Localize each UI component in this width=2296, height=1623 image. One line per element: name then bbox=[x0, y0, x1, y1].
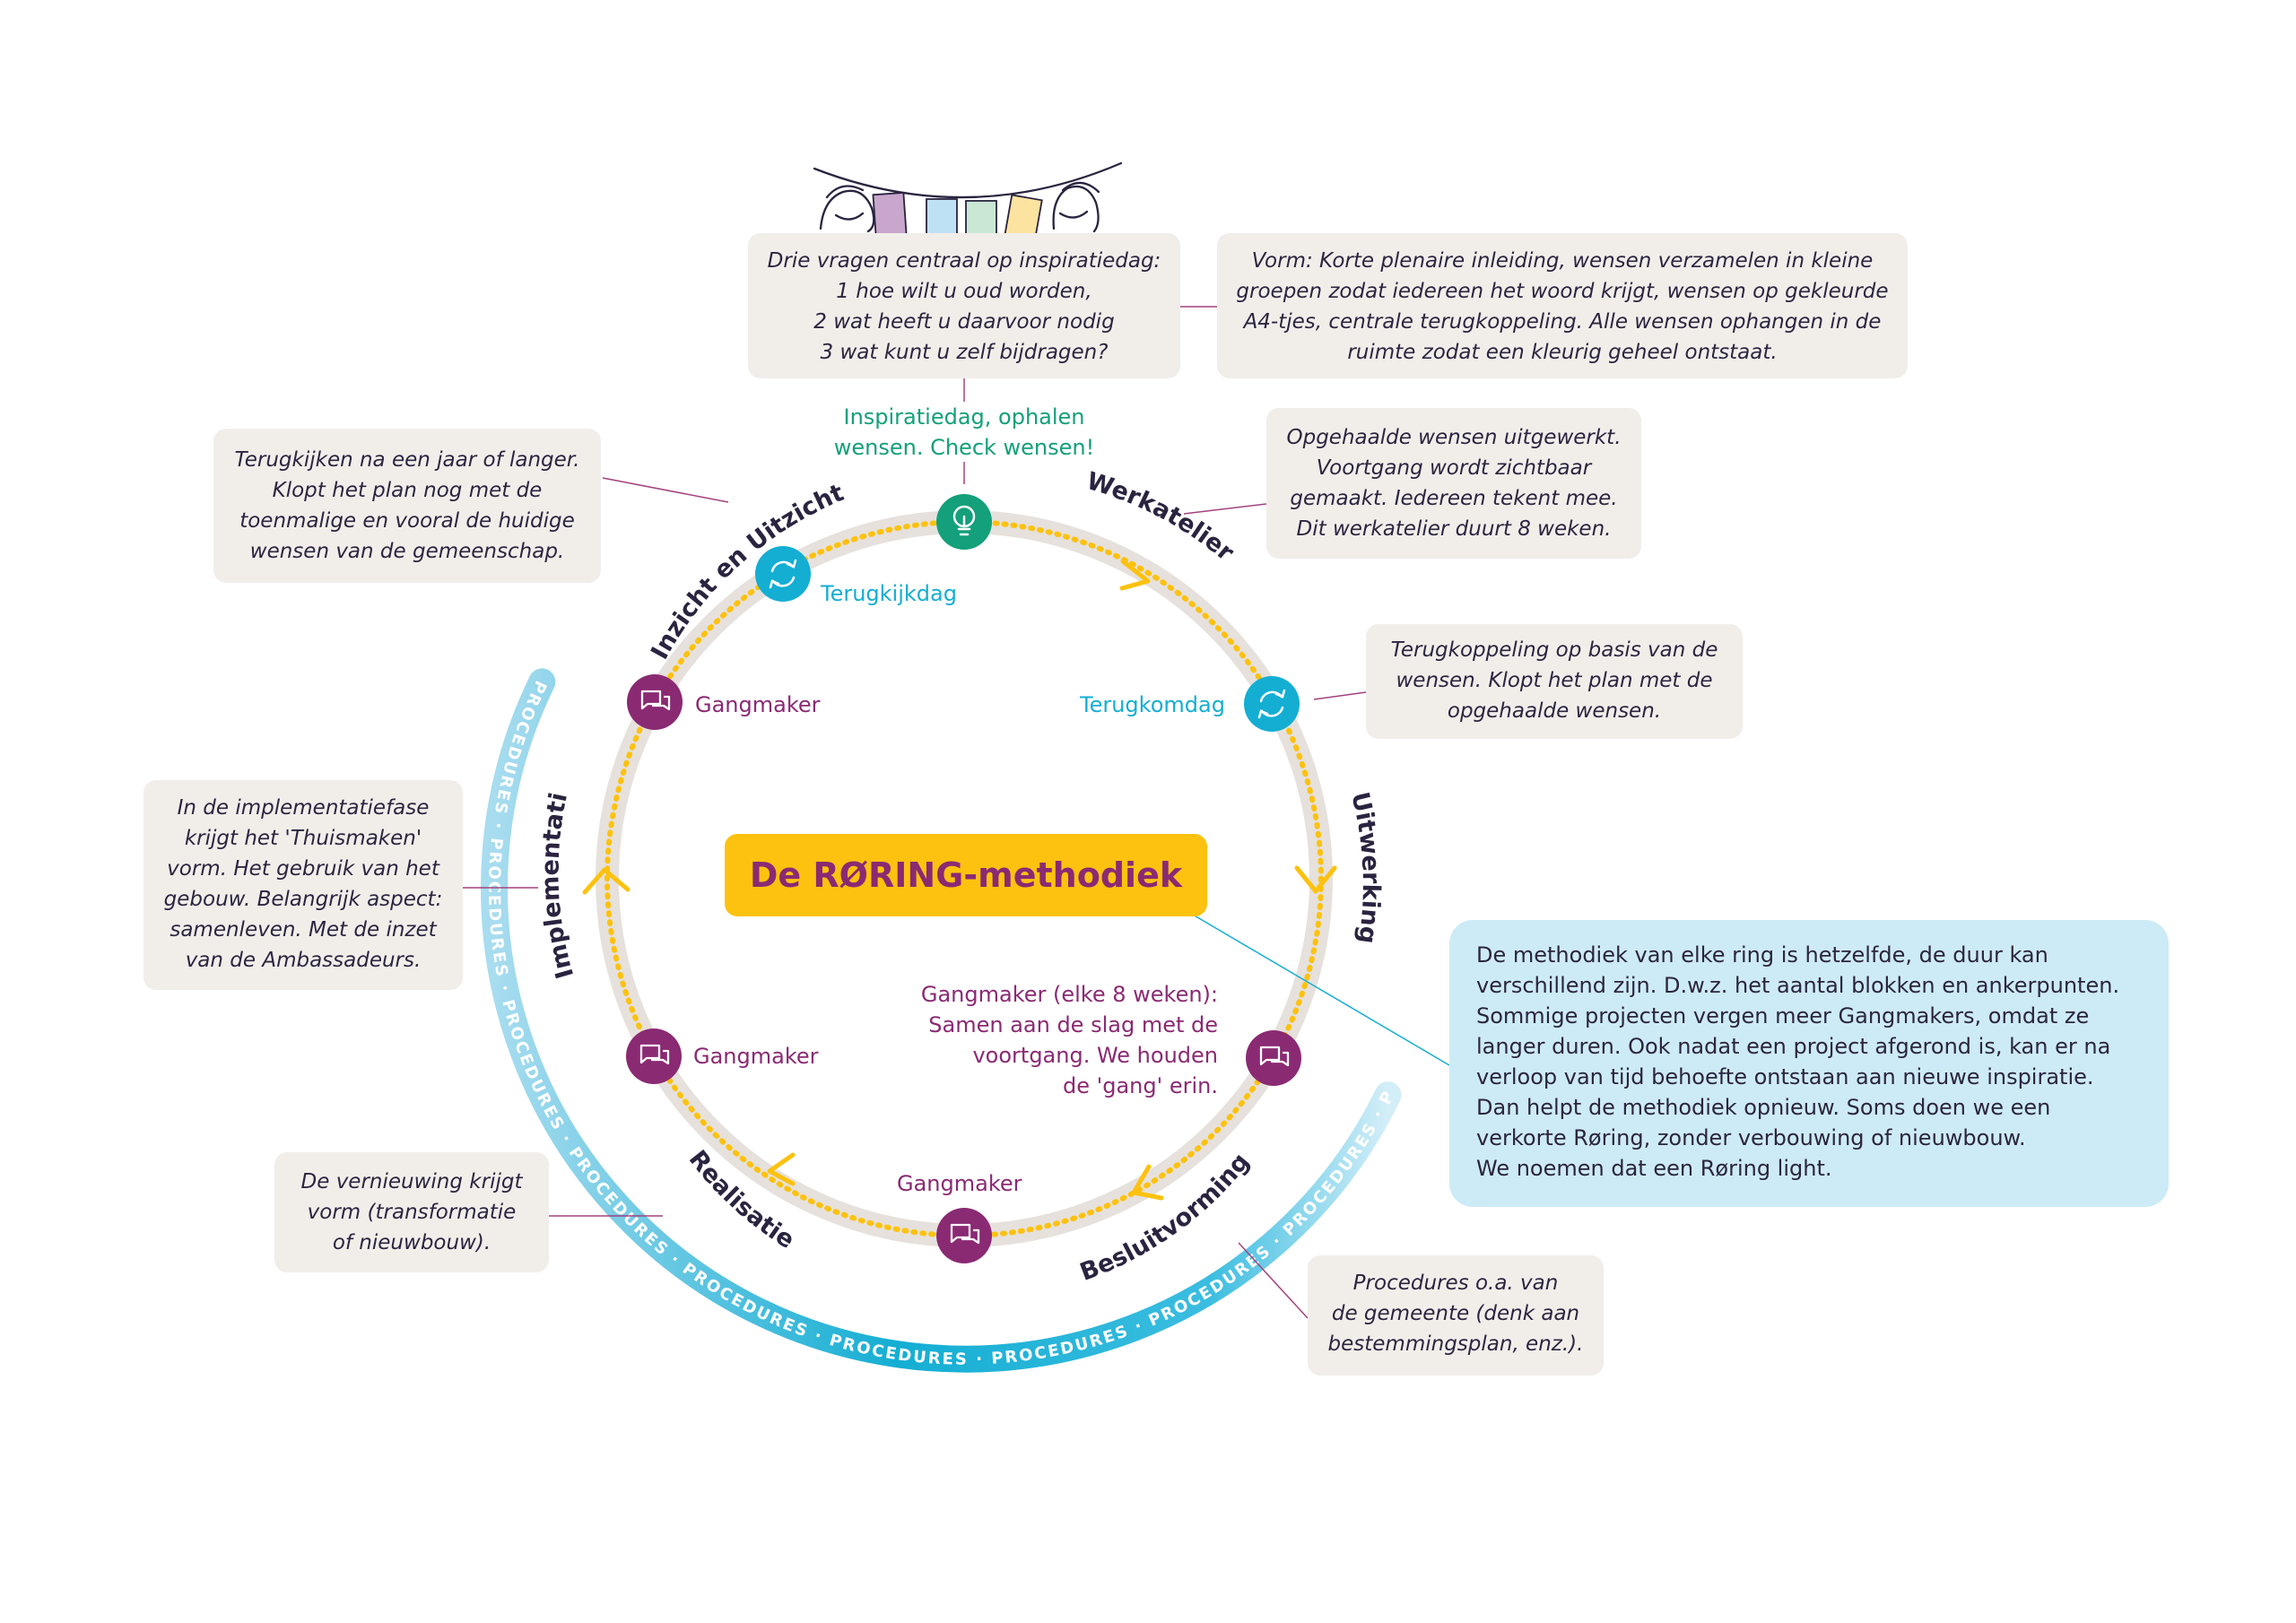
cycle-arrows-icon bbox=[769, 559, 797, 589]
wishes-illustration bbox=[813, 161, 1123, 243]
node-gangmaker-left-bottom bbox=[626, 1028, 682, 1084]
phase-inzicht-uitzicht: Inzicht en Uitzicht bbox=[646, 479, 848, 664]
label-terugkomdag: Terugkomdag bbox=[1080, 692, 1225, 717]
chat-bubbles-icon bbox=[950, 1223, 980, 1245]
connector-lines bbox=[463, 306, 1367, 1319]
label-gangmaker-bottom: Gangmaker bbox=[897, 1171, 1022, 1196]
node-gangmaker-left-top bbox=[627, 674, 683, 730]
person-left-icon bbox=[819, 189, 875, 233]
info-box-methodiek: De methodiek van elke ring is hetzelfde,… bbox=[1449, 920, 2169, 1207]
node-inspiratiedag bbox=[936, 494, 992, 550]
node-terugkijkdag bbox=[755, 546, 811, 602]
label-terugkijkdag: Terugkijkdag bbox=[821, 581, 957, 606]
note-vorm: Vorm: Korte plenaire inleiding, wensen v… bbox=[1217, 233, 1908, 378]
chevron-icon bbox=[1294, 865, 1337, 894]
phase-uitwerking: Uitwerking bbox=[1345, 789, 1385, 945]
note-terugkijken: Terugkijken na een jaar of langer.Klopt … bbox=[213, 429, 601, 583]
direction-chevrons bbox=[582, 559, 1337, 1201]
chevron-icon bbox=[582, 867, 631, 895]
label-gangmaker-left-top: Gangmaker bbox=[695, 692, 821, 717]
note-drie-vragen: Drie vragen centraal op inspiratiedag:1 … bbox=[748, 233, 1180, 378]
chat-bubbles-icon bbox=[639, 1044, 670, 1065]
node-gangmaker-bottom bbox=[936, 1208, 992, 1263]
lightbulb-icon bbox=[952, 505, 976, 536]
note-opgehaalde-wensen: Opgehaalde wensen uitgewerkt.Voortgang w… bbox=[1266, 408, 1641, 559]
diagram-title: De RØRING-methodiek bbox=[725, 834, 1207, 916]
label-gangmaker-right: Gangmaker (elke 8 weken): Samen aan de s… bbox=[920, 982, 1218, 1098]
chevron-icon bbox=[1131, 1164, 1164, 1201]
node-terugkomdag bbox=[1244, 676, 1300, 732]
label-gangmaker-left-bottom: Gangmaker bbox=[693, 1044, 819, 1069]
person-right-icon bbox=[1052, 185, 1100, 233]
info-connector bbox=[1192, 914, 1450, 1066]
chat-bubbles-icon bbox=[1259, 1046, 1290, 1067]
chat-bubbles-icon bbox=[640, 690, 671, 711]
node-gangmaker-right bbox=[1246, 1030, 1301, 1086]
chevron-icon bbox=[1119, 559, 1151, 591]
chevron-icon bbox=[767, 1152, 796, 1186]
label-inspiratiedag: Inspiratiedag, ophalen wensen. Check wen… bbox=[833, 404, 1095, 460]
cycle-arrows-icon bbox=[1257, 689, 1286, 719]
